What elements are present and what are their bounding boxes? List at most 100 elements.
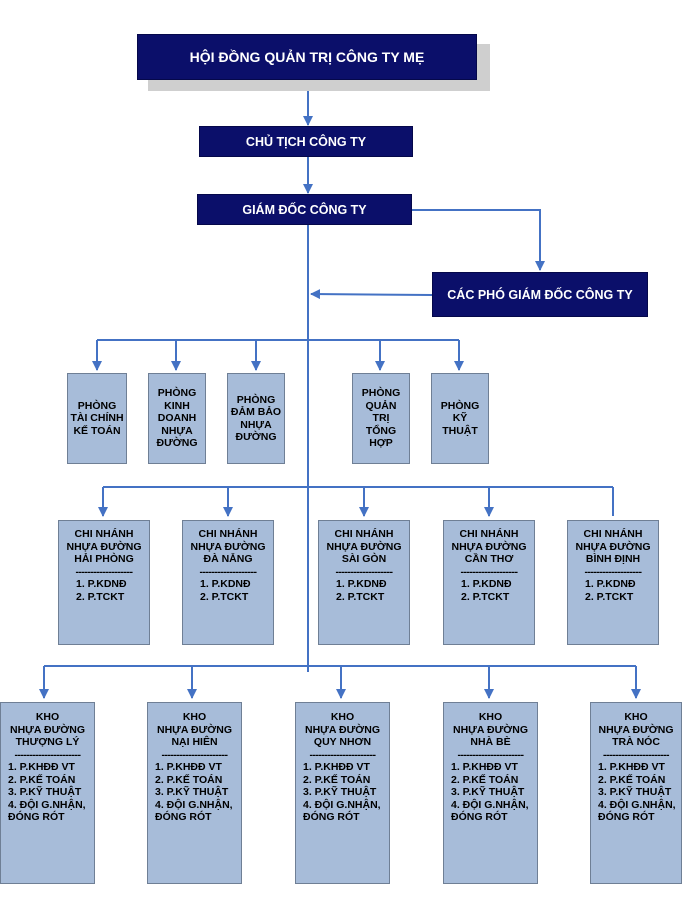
branch-title-line: NHỰA ĐƯỜNG — [190, 540, 266, 553]
branch-title-line: NHỰA ĐƯỜNG — [66, 540, 142, 553]
dept-line: KỸ THUẬT — [442, 412, 478, 437]
separator: ---------------------- — [457, 748, 524, 761]
dept-line: ĐƯỜNG — [235, 431, 277, 443]
warehouse-item: 3. P.KỸ THUẬT — [155, 786, 229, 798]
warehouse-box: KHO NHỰA ĐƯỜNG NHÀ BÈ ------------------… — [443, 702, 538, 884]
warehouse-item: 2. P.KẾ TOÁN — [451, 773, 519, 786]
warehouse-item: ĐÓNG RÓT — [598, 811, 655, 823]
separator: ------------------- — [199, 565, 257, 578]
separator: ------------------- — [584, 565, 642, 578]
branch-item: 1. P.KDNĐ — [585, 578, 636, 590]
separator: ---------------------- — [14, 748, 81, 761]
warehouse-title-line: NẠI HIÊN — [171, 736, 218, 748]
warehouse-title-line: QUY NHƠN — [313, 736, 372, 748]
warehouse-title-line: NHÀ BÈ — [470, 736, 511, 748]
warehouse-item: 4. ĐỘI G.NHẬN, — [8, 798, 86, 811]
branch-item: 2. P.TCKT — [200, 590, 249, 603]
warehouse-title-line: KHO — [182, 711, 207, 723]
warehouse-box: KHO NHỰA ĐƯỜNG QUY NHƠN ----------------… — [295, 702, 390, 884]
separator: ------------------- — [75, 565, 133, 578]
warehouse-item: 2. P.KẾ TOÁN — [155, 773, 223, 786]
branch-item: 1. P.KDNĐ — [200, 578, 251, 590]
warehouse-item: 1. P.KHĐĐ VT — [451, 761, 518, 773]
dept-line: PHÒNG — [361, 387, 401, 400]
branch-item: 2. P.TCKT — [461, 590, 510, 603]
warehouse-item: 4. ĐỘI G.NHẬN, — [155, 798, 233, 811]
branch-item: 2. P.TCKT — [585, 590, 634, 603]
dept-line: KINH — [164, 399, 190, 412]
warehouse-box: KHO NHỰA ĐƯỜNG TRÀ NÓC -----------------… — [590, 702, 682, 884]
separator: ---------------------- — [161, 748, 228, 761]
warehouse-item: 3. P.KỸ THUẬT — [598, 786, 672, 798]
warehouse-item: ĐÓNG RÓT — [451, 811, 508, 823]
deputy-directors-box: CÁC PHÓ GIÁM ĐỐC CÔNG TY — [432, 272, 648, 317]
dept-line: TÀI CHÍNH — [70, 412, 124, 425]
branch-box: CHI NHÁNH NHỰA ĐƯỜNG CẦN THƠ -----------… — [443, 520, 535, 645]
warehouse-item: 2. P.KẾ TOÁN — [8, 773, 76, 786]
branch-title-line: CHI NHÁNH — [334, 528, 394, 540]
warehouse-item: 1. P.KHĐĐ VT — [8, 761, 75, 773]
branch-item: 1. P.KDNĐ — [336, 578, 387, 590]
dept-line: TRỊ — [372, 412, 390, 425]
warehouse-title-line: NHỰA ĐƯỜNG — [305, 723, 380, 736]
warehouse-title-line: KHO — [478, 711, 503, 723]
connector-deputies-trunk — [310, 289, 433, 300]
branch-item: 2. P.TCKT — [76, 590, 125, 603]
warehouse-item: 4. ĐỘI G.NHẬN, — [451, 798, 529, 811]
director-box: GIÁM ĐỐC CÔNG TY — [197, 194, 412, 225]
warehouse-title-line: NHỰA ĐƯỜNG — [157, 723, 232, 736]
branch-title-line: BÌNH ĐỊNH — [585, 553, 641, 565]
dept-line: NHỰA — [161, 424, 193, 437]
separator: ---------------------- — [309, 748, 376, 761]
warehouse-title-line: NHỰA ĐƯỜNG — [598, 723, 674, 736]
warehouse-item: 2. P.KẾ TOÁN — [598, 773, 666, 786]
warehouse-title-line: KHO — [624, 711, 648, 723]
warehouse-title-line: NHỰA ĐƯỜNG — [453, 723, 528, 736]
warehouse-item: ĐÓNG RÓT — [8, 811, 65, 823]
branch-title-line: CHI NHÁNH — [583, 528, 643, 540]
dept-line: DOANH — [157, 412, 197, 425]
warehouse-title-line: NHỰA ĐƯỜNG — [10, 723, 85, 736]
separator: ---------------------- — [603, 748, 669, 761]
branch-item: 1. P.KDNĐ — [461, 578, 512, 590]
branch-title-line: HẢI PHÒNG — [74, 553, 134, 565]
branch-title-line: CHI NHÁNH — [74, 528, 134, 540]
warehouse-item: ĐÓNG RÓT — [303, 811, 360, 823]
warehouse-box: KHO NHỰA ĐƯỜNG NẠI HIÊN ----------------… — [147, 702, 242, 884]
separator: ------------------- — [335, 565, 393, 578]
branch-title-line: CẦN THƠ — [464, 553, 514, 565]
branch-title-line: NHỰA ĐƯỜNG — [575, 540, 651, 553]
warehouse-item: 3. P.KỸ THUẬT — [303, 786, 377, 798]
dept-line: PHÒNG — [236, 393, 276, 406]
branch-box: CHI NHÁNH NHỰA ĐƯỜNG HẢI PHÒNG ---------… — [58, 520, 150, 645]
dept-line: QUẢN — [365, 399, 397, 412]
dept-line: PHÒNG — [77, 399, 117, 412]
warehouse-box: KHO NHỰA ĐƯỜNG THƯỢNG LÝ ---------------… — [0, 702, 95, 884]
dept-line: PHÒNG — [157, 387, 197, 400]
separator: ------------------- — [460, 565, 518, 578]
warehouse-title-line: TRÀ NÓC — [612, 736, 660, 748]
warehouse-item: 1. P.KHĐĐ VT — [303, 761, 370, 773]
warehouse-title-line: KHO — [330, 711, 355, 723]
dept-line: HỢP — [369, 437, 393, 450]
dept-line: TỔNG — [365, 424, 397, 437]
warehouse-item: 4. ĐỘI G.NHẬN, — [303, 798, 381, 811]
warehouse-item: 3. P.KỸ THUẬT — [451, 786, 525, 798]
branch-box: CHI NHÁNH NHỰA ĐƯỜNG SÀI GÒN -----------… — [318, 520, 410, 645]
connector-director-deputies — [412, 209, 545, 271]
warehouse-title-line: THƯỢNG LÝ — [15, 736, 80, 748]
branch-title-line: CHI NHÁNH — [459, 528, 519, 540]
warehouse-title-line: KHO — [35, 711, 60, 723]
warehouse-item: ĐÓNG RÓT — [155, 811, 212, 823]
warehouse-item: 1. P.KHĐĐ VT — [155, 761, 222, 773]
branch-title-line: NHỰA ĐƯỜNG — [451, 540, 527, 553]
branch-box: CHI NHÁNH NHỰA ĐƯỜNG ĐÀ NẴNG -----------… — [182, 520, 274, 645]
warehouse-item: 1. P.KHĐĐ VT — [598, 761, 665, 773]
dept-line: KẾ TOÁN — [73, 424, 121, 437]
branch-item: 1. P.KDNĐ — [76, 578, 127, 590]
